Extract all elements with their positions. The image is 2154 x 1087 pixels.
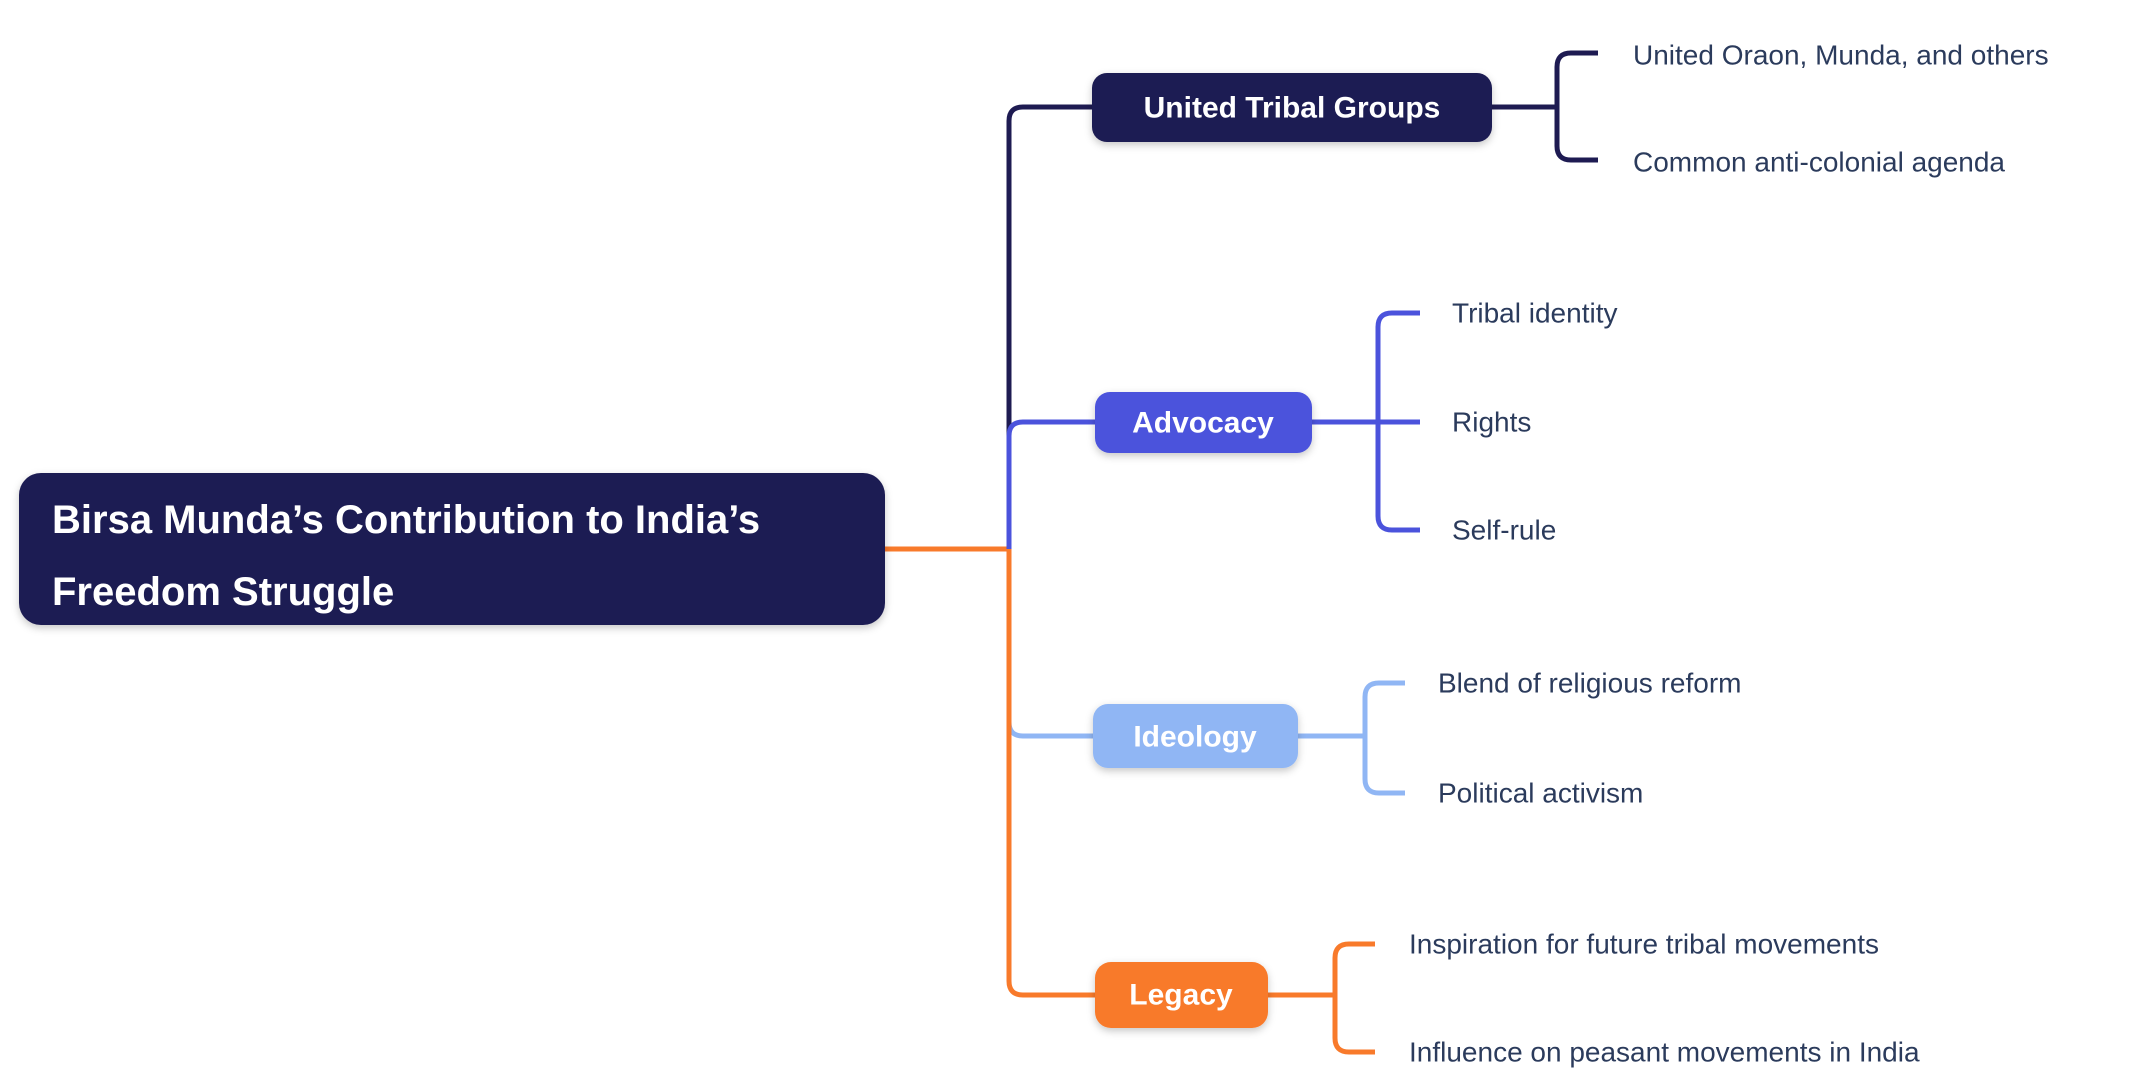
- bracket-legacy: [1332, 941, 1375, 1055]
- branch-node-box[interactable]: [1095, 392, 1312, 453]
- connector-advocacy: [1006, 419, 1095, 549]
- branch-node-box[interactable]: [1093, 704, 1298, 768]
- branch-node-box[interactable]: [1095, 962, 1268, 1028]
- child-topic-label[interactable]: Tribal identity: [1452, 298, 1617, 329]
- child-topic-label[interactable]: United Oraon, Munda, and others: [1633, 40, 2049, 71]
- root-node-label-line2: Freedom Struggle: [52, 570, 394, 614]
- connector-united-tribal-groups: [1006, 104, 1092, 549]
- root-node[interactable]: Birsa Munda’s Contribution to India’s Fr…: [19, 473, 885, 625]
- branch-node-ideology[interactable]: Ideology: [1093, 704, 1298, 768]
- root-node-label-line1: Birsa Munda’s Contribution to India’s: [52, 498, 760, 542]
- child-topic-label[interactable]: Influence on peasant movements in India: [1409, 1037, 1920, 1068]
- branch-node-label: United Tribal Groups: [1144, 92, 1441, 125]
- child-topic-label[interactable]: Common anti-colonial agenda: [1633, 147, 2005, 178]
- bracket-advocacy: [1375, 310, 1420, 533]
- root-node-box[interactable]: [19, 473, 885, 625]
- child-topic-label[interactable]: Political activism: [1438, 778, 1643, 809]
- branch-node-label: Legacy: [1129, 979, 1233, 1012]
- child-topic-label[interactable]: Blend of religious reform: [1438, 668, 1741, 699]
- child-topic-label[interactable]: Rights: [1452, 407, 1531, 438]
- branch-node-box[interactable]: [1092, 73, 1492, 142]
- child-topic-label[interactable]: Inspiration for future tribal movements: [1409, 929, 1879, 960]
- bracket-united-tribal-groups: [1554, 50, 1598, 163]
- bracket-ideology: [1362, 680, 1405, 796]
- connector-legacy: [885, 546, 1095, 998]
- branch-node-legacy[interactable]: Legacy: [1095, 962, 1268, 1028]
- branch-node-label: Ideology: [1133, 721, 1257, 754]
- connector-ideology: [1006, 549, 1093, 739]
- child-topic-label[interactable]: Self-rule: [1452, 515, 1556, 546]
- branch-node-advocacy[interactable]: Advocacy: [1095, 392, 1312, 453]
- branch-node-united-tribal-groups[interactable]: United Tribal Groups: [1092, 73, 1492, 142]
- branch-node-label: Advocacy: [1132, 407, 1274, 440]
